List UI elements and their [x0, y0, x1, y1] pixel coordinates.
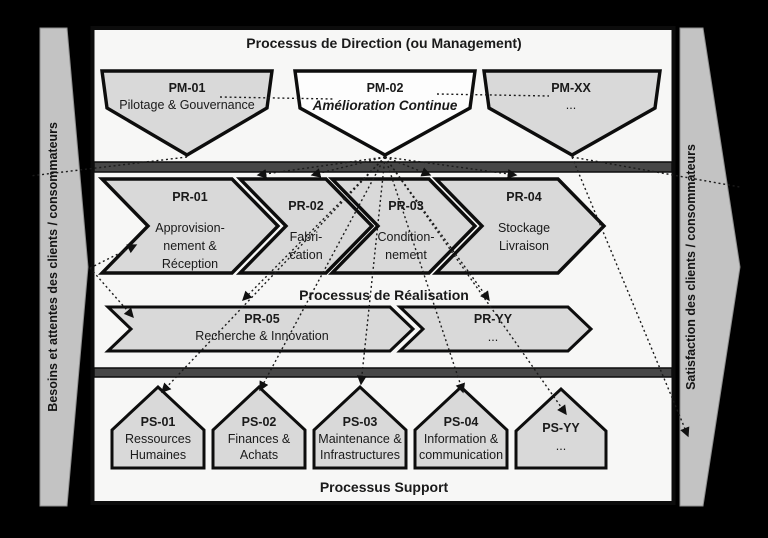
ps-02-line1: Finances & [227, 432, 291, 446]
pr-02-line2: cation [289, 248, 323, 262]
ps-04-shape [413, 384, 509, 470]
ps-02-shape [211, 384, 307, 470]
ps-yy-code: PS-YY [542, 421, 580, 435]
pr-yy-shape [396, 305, 594, 353]
ps-03-shape [312, 384, 408, 470]
pr-02-line1: Fabri- [289, 230, 323, 244]
pm-01-name: Pilotage & Gouvernance [119, 98, 255, 112]
ps-04-line1: Information & [423, 432, 499, 446]
pr-05-name: Recherche & Innovation [195, 329, 329, 343]
pm-02-name: Amélioration Continue [312, 98, 458, 113]
pr-01-line2: nement & [163, 239, 217, 253]
ps-01-shape [110, 384, 206, 470]
pr-01-shape [97, 177, 281, 275]
pr-04-line2: Livraison [498, 239, 550, 253]
pr-03-line1: Condition- [377, 230, 435, 244]
pm-01-shape [100, 69, 274, 157]
ps-yy-name: ... [555, 439, 567, 453]
realisation-section-title: Processus de Réalisation [299, 287, 469, 303]
ps-yy-shape [514, 386, 608, 470]
separator-bar-bottom [93, 367, 673, 378]
pm-01-code: PM-01 [168, 81, 206, 95]
pr-01-line3: Réception [161, 257, 219, 271]
left-banner: Besoins et attentes des clients / consom… [38, 28, 68, 506]
ps-01-line2: Humaines [129, 448, 187, 462]
pr-yy-name: ... [487, 330, 499, 344]
right-banner-label: Satisfaction des clients / consommateurs [684, 144, 698, 390]
separator-bar-top [93, 161, 673, 173]
pr-01-line1: Approvision- [155, 221, 225, 235]
pm-02-shape [293, 69, 477, 157]
pr-01-code: PR-01 [172, 190, 208, 204]
ps-02-line2: Achats [239, 448, 279, 462]
ps-01-line1: Ressources [125, 432, 191, 446]
direction-section-title: Processus de Direction (ou Management) [246, 35, 522, 51]
ps-03-code: PS-03 [342, 415, 378, 429]
pr-03-code: PR-03 [388, 199, 424, 213]
ps-01-code: PS-01 [140, 415, 176, 429]
ps-04-code: PS-04 [443, 415, 479, 429]
left-banner-shape [39, 27, 89, 507]
ps-03-line2: Infrastructures [320, 448, 400, 462]
pm-xx-shape [482, 69, 662, 157]
pr-yy-code: PR-YY [473, 312, 513, 326]
right-banner-shape [679, 27, 741, 507]
pr-04-code: PR-04 [506, 190, 542, 204]
pr-02-shape [235, 177, 375, 275]
pr-03-shape [327, 177, 478, 275]
pm-02-code: PM-02 [366, 81, 404, 95]
ps-02-code: PS-02 [241, 415, 277, 429]
right-banner: Satisfaction des clients / consommateurs [677, 28, 705, 506]
dotted-connectors [29, 93, 741, 438]
pr-05-code: PR-05 [244, 312, 280, 326]
pr-05-shape [104, 305, 416, 353]
left-banner-label: Besoins et attentes des clients / consom… [46, 122, 60, 412]
pr-04-line1: Stockage [497, 221, 551, 235]
pr-03-line2: nement [385, 248, 427, 262]
pr-02-code: PR-02 [288, 199, 324, 213]
pm-xx-code: PM-XX [551, 81, 591, 95]
ps-04-line2: communication [418, 448, 504, 462]
ps-03-line1: Maintenance & [318, 432, 402, 446]
support-section-title: Processus Support [319, 479, 449, 495]
pr-04-shape [431, 177, 607, 275]
pm-xx-name: ... [565, 98, 577, 112]
